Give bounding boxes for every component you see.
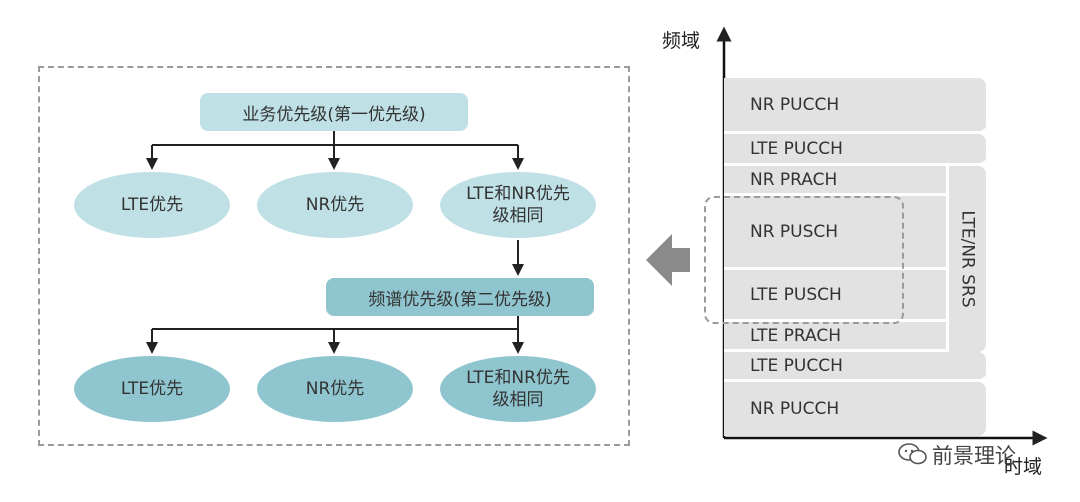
left-arrow-icon: [646, 234, 690, 286]
segment-nr-pusch: NR PUSCH: [724, 196, 946, 270]
service-priority-header: 业务优先级(第一优先级): [200, 93, 468, 131]
service-option-lte: LTE优先: [74, 172, 230, 238]
watermark-text: 前景理论: [932, 444, 1016, 468]
segment-lte-pucch-top: LTE PUCCH: [724, 134, 986, 166]
service-option-equal-label: LTE和NR优先级相同: [466, 183, 570, 226]
segment-nr-pucch-top: NR PUCCH: [724, 78, 986, 134]
segment-lte-prach: LTE PRACH: [724, 322, 946, 352]
srs-label: LTE/NR SRS: [957, 210, 978, 308]
spectrum-option-equal: LTE和NR优先级相同: [440, 356, 596, 422]
segment-nr-prach: NR PRACH: [724, 166, 946, 196]
priority-frame: [38, 66, 630, 446]
spectrum-option-lte: LTE优先: [74, 356, 230, 422]
x-axis-label: 时域: [1004, 456, 1043, 478]
srs-column: LTE/NR SRS: [946, 166, 986, 352]
segment-lte-pusch: LTE PUSCH: [724, 270, 946, 322]
spectrum-priority-header: 频谱优先级(第二优先级): [326, 278, 594, 316]
y-axis-label: 频域: [662, 30, 701, 52]
segment-nr-pucch-bottom: NR PUCCH: [724, 382, 986, 436]
service-option-equal: LTE和NR优先级相同: [440, 172, 596, 238]
overlap-highlight: [704, 196, 904, 324]
spectrum-option-equal-label: LTE和NR优先级相同: [466, 367, 570, 410]
service-option-nr: NR优先: [257, 172, 413, 238]
segment-lte-pucch-bottom: LTE PUCCH: [724, 352, 986, 382]
spectrum-option-nr: NR优先: [257, 356, 413, 422]
wechat-icon: [898, 443, 927, 465]
